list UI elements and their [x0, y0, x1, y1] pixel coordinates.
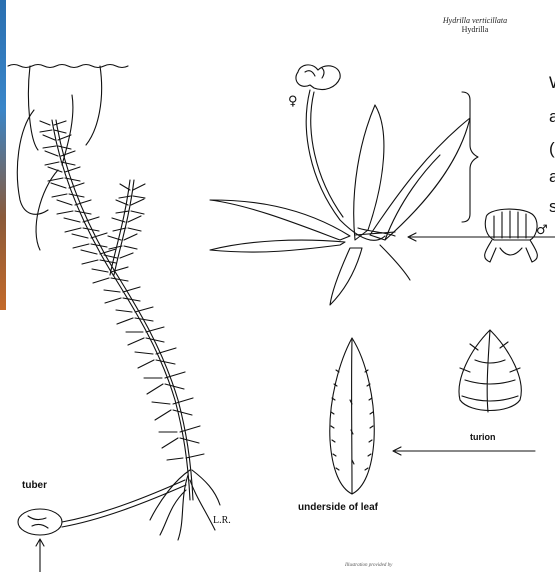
- male-symbol: ♂: [536, 223, 548, 238]
- species-caption: Hydrilla verticillata Hydrilla: [420, 16, 530, 34]
- bracket: [462, 92, 478, 222]
- leaf-4: [210, 200, 350, 240]
- underside-of-leaf-label: underside of leaf: [298, 502, 378, 513]
- male-flower-drawing: [485, 209, 538, 262]
- turion-drawing: [459, 330, 521, 412]
- turion-label: turion: [470, 432, 496, 442]
- leaf-3: [385, 155, 440, 240]
- leaf-7: [380, 245, 410, 280]
- trailing-stem-1: [17, 110, 48, 214]
- main-stem-inner: [56, 120, 193, 500]
- cut-off-text-2: a: [549, 106, 555, 128]
- cut-off-text-4: a: [549, 166, 555, 188]
- leaf-underside-drawing: [330, 338, 374, 494]
- leaf-1: [354, 105, 384, 240]
- cut-off-text-3: (: [549, 138, 555, 160]
- cut-off-text-5: s: [549, 196, 555, 218]
- female-symbol: ♀: [288, 94, 298, 109]
- leaf-5: [210, 240, 345, 252]
- common-name: Hydrilla: [420, 25, 530, 34]
- tuber-shape: [18, 509, 62, 535]
- floating-stem-right: [86, 66, 102, 145]
- illustration-credit: Illustration provided by: [345, 563, 392, 568]
- stolon: [62, 480, 185, 522]
- cut-off-text-1: W: [549, 72, 555, 94]
- leaf-2: [370, 118, 470, 240]
- leaf-whorls: [40, 121, 204, 460]
- floating-stem-left: [28, 66, 38, 150]
- branch-leaf-whorls: [104, 184, 145, 258]
- flowering-shoot: [210, 65, 470, 305]
- water-surface-line: [8, 65, 128, 68]
- side-branch-inner: [114, 180, 134, 275]
- tuber-label: tuber: [22, 480, 47, 491]
- side-branch: [110, 180, 130, 275]
- artist-initials: L.R.: [213, 515, 231, 526]
- leaf-6: [330, 248, 362, 305]
- scientific-name: Hydrilla verticillata: [420, 16, 530, 25]
